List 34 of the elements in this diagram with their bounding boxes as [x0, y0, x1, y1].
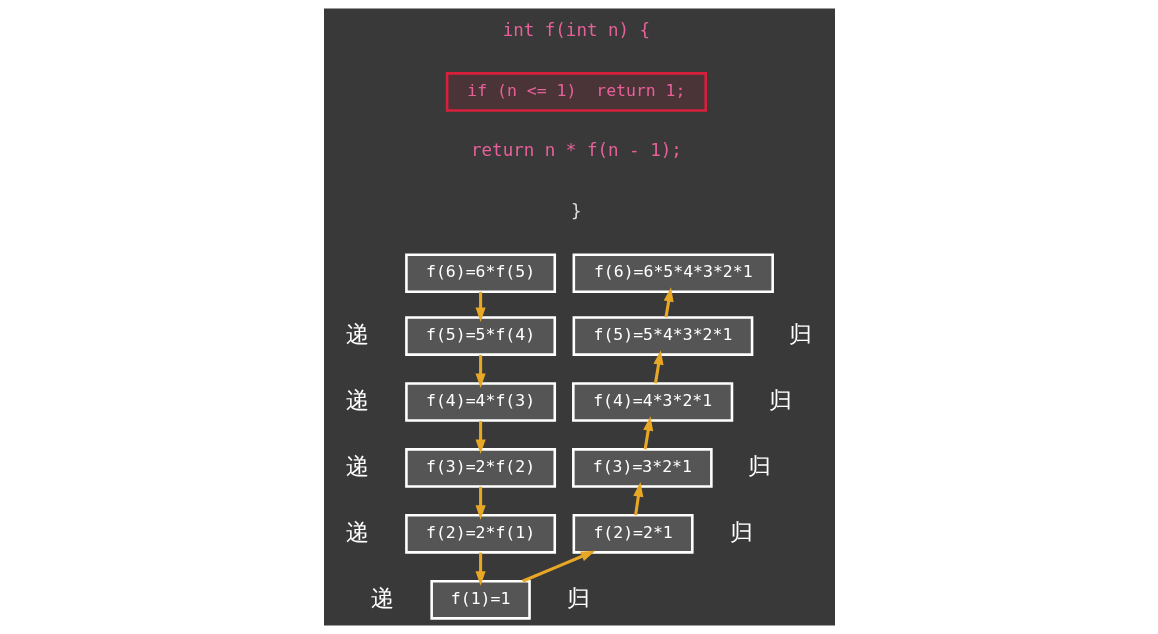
- node-label: 递: [346, 518, 369, 545]
- node-box: if (n <= 1) return 1;: [445, 72, 707, 112]
- node-box: f(2)=2*1: [572, 514, 694, 554]
- arrow: [475, 420, 486, 454]
- node-label: 递: [346, 452, 369, 479]
- node-box: f(5)=5*4*3*2*1: [572, 316, 753, 356]
- node-label: 递: [370, 584, 394, 611]
- node-label: 归: [747, 452, 771, 479]
- node-box: f(5)=5*f(4): [404, 316, 556, 356]
- node-box: f(6)=6*f(5): [404, 253, 556, 294]
- node-box: f(6)=6*5*4*3*2*1: [572, 253, 774, 294]
- arrow: [475, 486, 486, 520]
- arrow: [653, 350, 663, 384]
- label: int f(int n) {: [502, 19, 650, 40]
- node-label: 递: [346, 320, 369, 347]
- arrow: [521, 550, 595, 583]
- arrow: [663, 287, 674, 318]
- node-label: 归: [768, 386, 792, 413]
- node-box: f(4)=4*f(3): [404, 382, 556, 422]
- arrow: [632, 482, 643, 516]
- node-label: 归: [566, 584, 590, 611]
- arrow: [642, 416, 653, 450]
- arrow: [475, 354, 486, 388]
- arrow: [475, 552, 486, 586]
- label: return n * f(n - 1);: [470, 140, 682, 161]
- node-box: f(3)=2*f(2): [404, 448, 556, 488]
- label: }: [570, 201, 582, 222]
- node-label: 归: [729, 518, 753, 545]
- node-box: f(3)=3*2*1: [571, 448, 713, 488]
- node-label: 递: [346, 386, 369, 413]
- node-label: 归: [789, 320, 812, 347]
- node-box: f(4)=4*3*2*1: [571, 382, 733, 422]
- node-box: f(1)=1: [429, 579, 531, 620]
- node-box: f(2)=2*f(1): [404, 514, 556, 554]
